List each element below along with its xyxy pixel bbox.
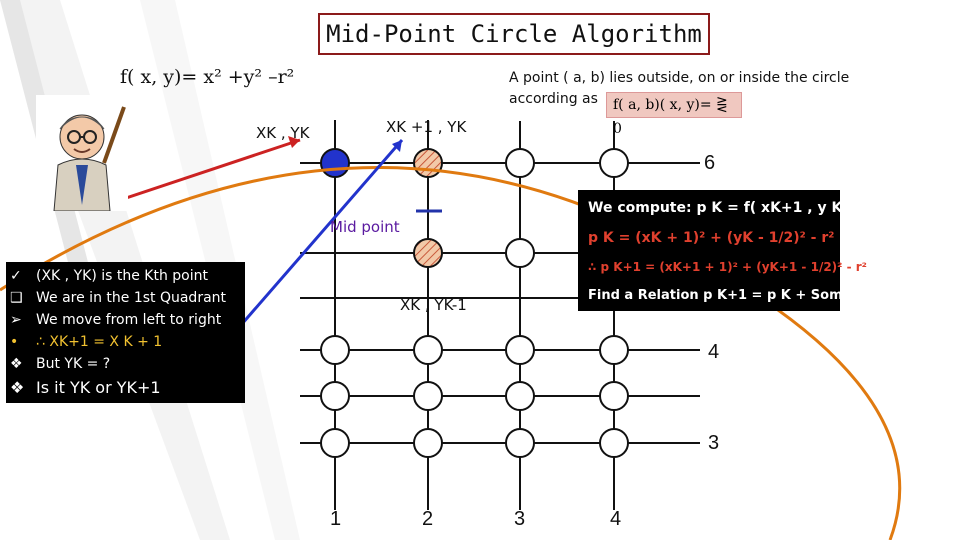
check-icon: ✓ — [10, 268, 36, 284]
grid-x-label-3: 3 — [514, 508, 525, 531]
list-item: ✓(XK , YK) is the Kth point — [10, 268, 208, 284]
computation-panel: We compute: p K = f( xK+1 , y K - 1/2) p… — [578, 190, 840, 311]
professor-avatar-icon — [36, 95, 128, 211]
list-item: ❖Is it YK or YK+1 — [10, 378, 161, 397]
current-point — [321, 149, 349, 177]
note-formula: f( a, b)( x, y)= ⋛ 0 — [606, 92, 742, 118]
square-bullet-icon: ❑ — [10, 290, 36, 306]
computation-line: Find a Relation p K+1 = p K + Something — [588, 288, 890, 303]
label-lower-point: XK , YK-1 — [400, 296, 467, 314]
list-item: ➢We move from left to right — [10, 312, 221, 328]
next-point-southeast — [414, 239, 442, 267]
computation-line: ∴ p K+1 = (xK+1 + 1)² + (yK+1 - 1/2)² - … — [588, 260, 867, 274]
diamond-bullet-icon: ❖ — [10, 378, 36, 397]
grid-y-label-6: 6 — [704, 152, 715, 175]
list-item: ❑We are in the 1st Quadrant — [10, 290, 226, 306]
note-line-1: A point ( a, b) lies outside, on or insi… — [509, 68, 849, 89]
label-midpoint: Mid point — [330, 218, 400, 236]
next-point-east — [414, 149, 442, 177]
grid-lines — [300, 120, 700, 510]
grid-x-label-4: 4 — [610, 508, 621, 531]
label-current-point: XK , YK — [256, 124, 309, 142]
explanation-panel: ✓(XK , YK) is the Kth point ❑We are in t… — [6, 262, 245, 403]
diamond-bullet-icon: ❖ — [10, 356, 36, 372]
circle-function: f( x, y)= x² +y² –r² — [120, 66, 294, 88]
computation-line: p K = (xK + 1)² + (yK - 1/2)² - r² — [588, 230, 834, 246]
grid-x-label-1: 1 — [330, 508, 341, 531]
grid-y-label-3: 3 — [708, 432, 719, 455]
arrow-bullet-icon: ➢ — [10, 312, 36, 328]
list-item: ❖But YK = ? — [10, 356, 110, 372]
computation-line: We compute: p K = f( xK+1 , y K - 1/2) — [588, 200, 889, 216]
list-item: •∴ XK+1 = X K + 1 — [10, 334, 162, 350]
page-title: Mid-Point Circle Algorithm — [318, 13, 710, 55]
dot-bullet-icon: • — [10, 334, 36, 350]
label-next-point: XK +1 , YK — [386, 118, 466, 136]
grid-y-label-4: 4 — [708, 341, 719, 364]
grid-x-label-2: 2 — [422, 508, 433, 531]
